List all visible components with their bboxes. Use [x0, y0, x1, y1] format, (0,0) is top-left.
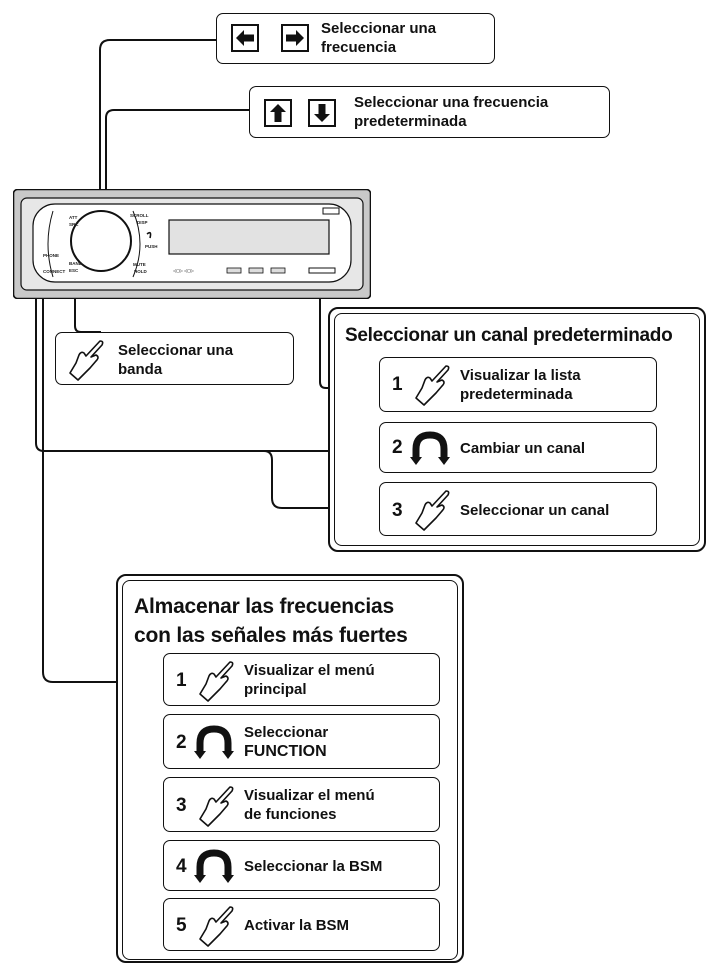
step-number: 1: [392, 374, 403, 395]
step-text: Cambiar un canal: [460, 440, 586, 457]
step-number: 3: [176, 795, 187, 816]
frequency-callout-text: Seleccionar una frecuencia: [321, 20, 437, 56]
band-callout: Seleccionar una banda: [55, 332, 294, 385]
head-unit: ◁▢▷ ◁▢▷ ATT SRC SCROLL DISP PUSH MUTE HO…: [12, 188, 372, 300]
step-text: Visualizar el menú de funciones: [244, 787, 375, 823]
head-unit-drawing: ◁▢▷ ◁▢▷: [12, 188, 372, 300]
bsm-step-3: 3 Visualizar el menú de funciones: [163, 777, 440, 832]
hand-press-icon: [199, 786, 234, 827]
step-number: 2: [392, 437, 403, 458]
phone-label: PHONE: [43, 253, 60, 258]
step-text: Activar la BSM: [244, 917, 350, 934]
preset-channel-panel-title: Seleccionar un canal predeterminado: [345, 325, 673, 346]
band-callout-text: Seleccionar una banda: [118, 342, 234, 378]
disp-label: DISP: [137, 220, 148, 225]
step-text: Visualizar el menú principal: [244, 662, 375, 698]
step-text: Seleccionar la BSM: [244, 858, 383, 875]
preset-step-3: 3 Seleccionar un canal: [379, 482, 657, 536]
hand-press-icon: [199, 661, 234, 702]
preset-step-1: 1 Visualizar la lista predeterminada: [379, 357, 657, 412]
step-number: 4: [176, 856, 187, 877]
hand-press-icon: [415, 365, 450, 406]
hold-label: HOLD: [134, 269, 147, 274]
down-arrow-key-icon: [308, 99, 336, 127]
preset-step-2: 2 Cambiar un canal: [379, 422, 657, 473]
rotate-icon: [194, 725, 234, 759]
frequency-callout: Seleccionar una frecuencia: [216, 13, 495, 64]
push-label: PUSH: [145, 244, 158, 249]
esc-label: ESC: [69, 268, 79, 273]
step-text: Visualizar la lista predeterminada: [460, 367, 581, 403]
hand-press-icon: [199, 906, 234, 947]
rotate-icon: [410, 431, 450, 465]
bsm-step-1: 1 Visualizar el menú principal: [163, 653, 440, 706]
step-number: 1: [176, 670, 187, 691]
step-text: Seleccionar un canal: [460, 502, 610, 519]
bsm-step-5: 5 Activar la BSM: [163, 898, 440, 951]
att-label: ATT: [69, 215, 78, 220]
step-text: Seleccionar FUNCTION: [244, 724, 329, 760]
preset-channel-panel-inner: [334, 313, 700, 546]
hand-press-icon: [415, 490, 450, 531]
mute-label: MUTE: [133, 262, 146, 267]
bsm-step-2: 2 Seleccionar FUNCTION: [163, 714, 440, 769]
preset-frequency-callout-text: Seleccionar una frecuencia predeterminad…: [354, 94, 549, 130]
bsm-step-4: 4 Seleccionar la BSM: [163, 840, 440, 891]
step-number: 3: [392, 500, 403, 521]
rotate-icon: [194, 849, 234, 883]
left-arrow-key-icon: [231, 24, 259, 52]
preset-frequency-callout: Seleccionar una frecuencia predeterminad…: [249, 86, 610, 138]
up-arrow-key-icon: [264, 99, 292, 127]
scroll-label: SCROLL: [130, 213, 149, 218]
right-arrow-key-icon: [281, 24, 309, 52]
band-label: BAND: [69, 261, 82, 266]
step-number: 2: [176, 732, 187, 753]
bsm-panel-title: Almacenar las frecuencias con las señale…: [134, 595, 408, 647]
connect-label: CONNECT: [43, 269, 66, 274]
step-number: 5: [176, 915, 187, 936]
hand-press-icon: [69, 340, 104, 381]
svg-text:◁▢▷ ◁▢▷: ◁▢▷ ◁▢▷: [173, 268, 195, 273]
src-label: SRC: [69, 222, 79, 227]
bsm-panel-inner: [122, 580, 458, 960]
